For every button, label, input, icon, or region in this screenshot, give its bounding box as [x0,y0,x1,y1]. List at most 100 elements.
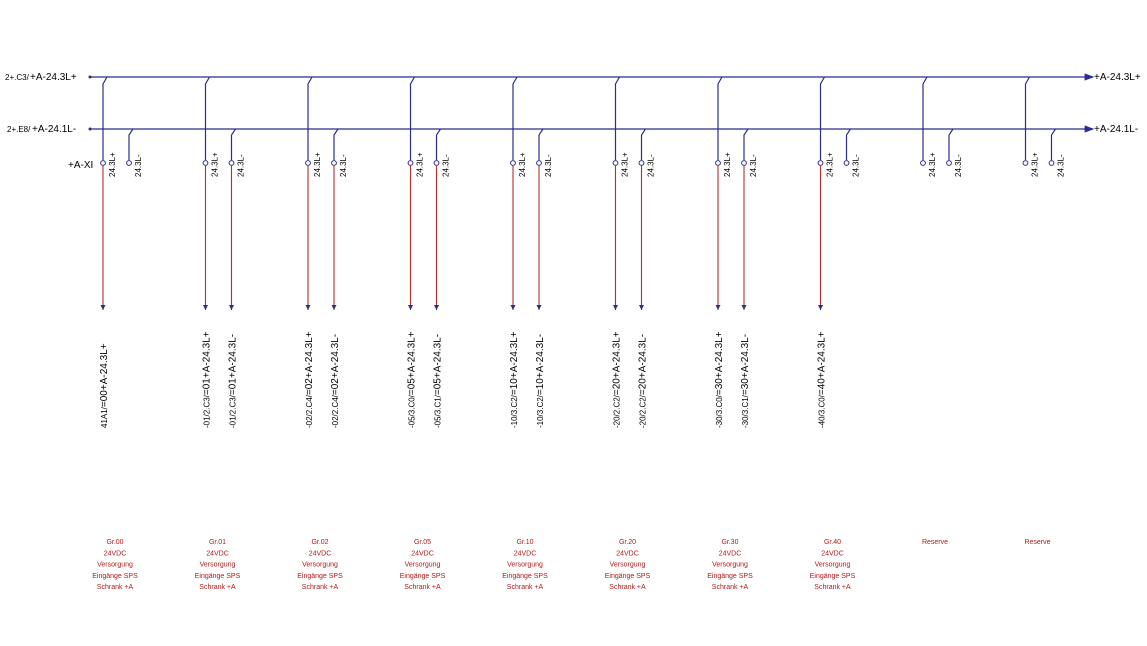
wire-label: -30/3.C0/=30+A-24.3L+ [714,331,725,428]
terminal [920,160,926,166]
group-caption-line: Gr.02 [311,539,328,546]
wire-name: =30+A-24.3L- [740,334,751,395]
group-caption-line: Versorgung [302,562,338,569]
minus-tap [948,128,954,160]
minus-tap [128,128,134,160]
terminal-label: 24.3L+ [928,152,937,177]
group-3: 24.3L+24.3L--05/3.C0/=05+A-24.3L+-05/3.C… [400,76,451,591]
wire-name: =00+A-24.3L+ [99,343,110,407]
wire-arrow [613,305,618,310]
plus-tap [1024,76,1031,160]
terminal [126,160,132,166]
terminal-label: 24.3L- [852,154,861,177]
terminal [305,160,311,166]
bottom-bus-start-dot [88,127,92,131]
group-caption-line: Gr.05 [414,539,431,546]
wire-name: =01+A-24.3L+ [202,331,213,395]
terminal [536,160,542,166]
wire-name: =02+A-24.3L+ [304,331,315,395]
group-8: 24.3L+24.3L-Reserve [920,76,963,546]
group-caption-line: Eingänge SPS [400,573,446,580]
wire-label: -02/2.C4/=02+A-24.3L- [330,334,341,428]
plus-tap [307,76,313,160]
wire-ref: -10/3.C2/ [510,394,519,428]
group-caption-line: Eingänge SPS [810,573,856,580]
wire-arrow [331,305,337,310]
wire-label: -40/3.C0/=40+A-24.3L+ [817,331,828,428]
group-2: 24.3L+24.3L--02/2.C4/=02+A-24.3L+-02/2.C… [297,76,348,591]
group-caption-line: Gr.01 [209,539,226,546]
group-caption-line: 24VDC [104,550,127,557]
group-caption-line: 24VDC [206,550,229,557]
group-9: 24.3L+24.3L-Reserve [1022,76,1066,546]
group-caption-line: Schrank +A [507,584,544,591]
wire-name: =10+A-24.3L- [535,334,546,395]
terminal-label: 24.3L- [749,154,758,177]
wire-arrow [715,305,721,310]
wire-ref: -10/3.C2/ [536,394,545,428]
wire-arrow [639,305,644,310]
group-caption-line: Gr.40 [824,539,841,546]
minus-tap [1050,128,1056,160]
terminal [407,160,414,166]
group-caption-line: 24VDC [309,550,332,557]
wire-label: -20/2.C2/=20+A-24.3L+ [612,331,623,428]
group-caption-line: Versorgung [610,562,646,569]
group-caption-line: Versorgung [712,562,748,569]
plus-tap [512,76,518,160]
terminal-label: 24.3L- [237,154,246,177]
wire-name: =20+A-24.3L+ [612,331,623,395]
wire-name: =20+A-24.3L- [638,334,649,395]
plus-tap [204,76,211,160]
group-caption-line: Eingänge SPS [195,573,241,580]
wire-label: -05/3.C1/=05+A-24.3L- [433,334,444,428]
group-caption-line: Versorgung [815,562,851,569]
terminal [741,160,747,166]
group-caption-line: Eingänge SPS [502,573,548,580]
terminal [1022,160,1029,166]
wire-name: =02+A-24.3L- [330,334,341,395]
wire-arrow [305,305,311,310]
group-caption-line: Reserve [922,539,948,546]
plus-tap [102,76,108,160]
terminal [100,160,106,166]
terminal [612,160,619,166]
wire-ref: -02/2.C4/ [305,394,314,428]
wire-label: -02/2.C4/=02+A-24.3L+ [304,331,315,428]
wire-ref: -20/2.C2/ [639,394,648,428]
group-5: 24.3L+24.3L--20/2.C2/=20+A-24.3L+-20/2.C… [605,76,656,591]
terminal-label: 24.3L+ [621,152,630,177]
group-0: 24.3L+24.3L-41A1/=00+A-24.3L+Gr.0024VDCV… [92,76,143,591]
wire-arrow [203,305,208,310]
wire-arrow [434,305,439,310]
group-caption-line: 24VDC [616,550,639,557]
group-caption-line: Schrank +A [404,584,441,591]
terminal-label: 24.3L+ [211,152,220,177]
top-bus-end-label: +A-24.3L+ [1094,72,1141,83]
group-caption-line: Versorgung [97,562,133,569]
wire-label: -01/2.C3/=01+A-24.3L- [228,334,239,428]
plus-tap [819,76,826,160]
group-caption-line: Eingänge SPS [707,573,753,580]
group-caption-line: Eingänge SPS [605,573,651,580]
terminal [843,160,850,166]
terminal-strip-label: +A-XI [68,160,93,171]
terminal-label: 24.3L+ [1031,152,1040,177]
wire-label: -30/3.C1/=30+A-24.3L- [740,334,751,428]
wire-ref: -01/2.C3/ [229,394,238,428]
wire-name: =05+A-24.3L- [433,334,444,395]
group-caption-line: Eingänge SPS [297,573,343,580]
terminal-label: 24.3L+ [416,152,425,177]
terminal [715,160,721,166]
minus-tap [435,128,441,160]
wire-name: =05+A-24.3L+ [407,331,418,395]
minus-tap [743,128,749,160]
plus-tap [922,76,928,160]
wire-ref: -05/3.C0/ [408,394,417,428]
wire-ref: -30/3.C1/ [741,394,750,428]
wire-label: -10/3.C2/=10+A-24.3L+ [509,331,520,428]
group-caption-line: Schrank +A [97,584,134,591]
wire-ref: -02/2.C4/ [331,394,340,428]
terminal [510,160,516,166]
